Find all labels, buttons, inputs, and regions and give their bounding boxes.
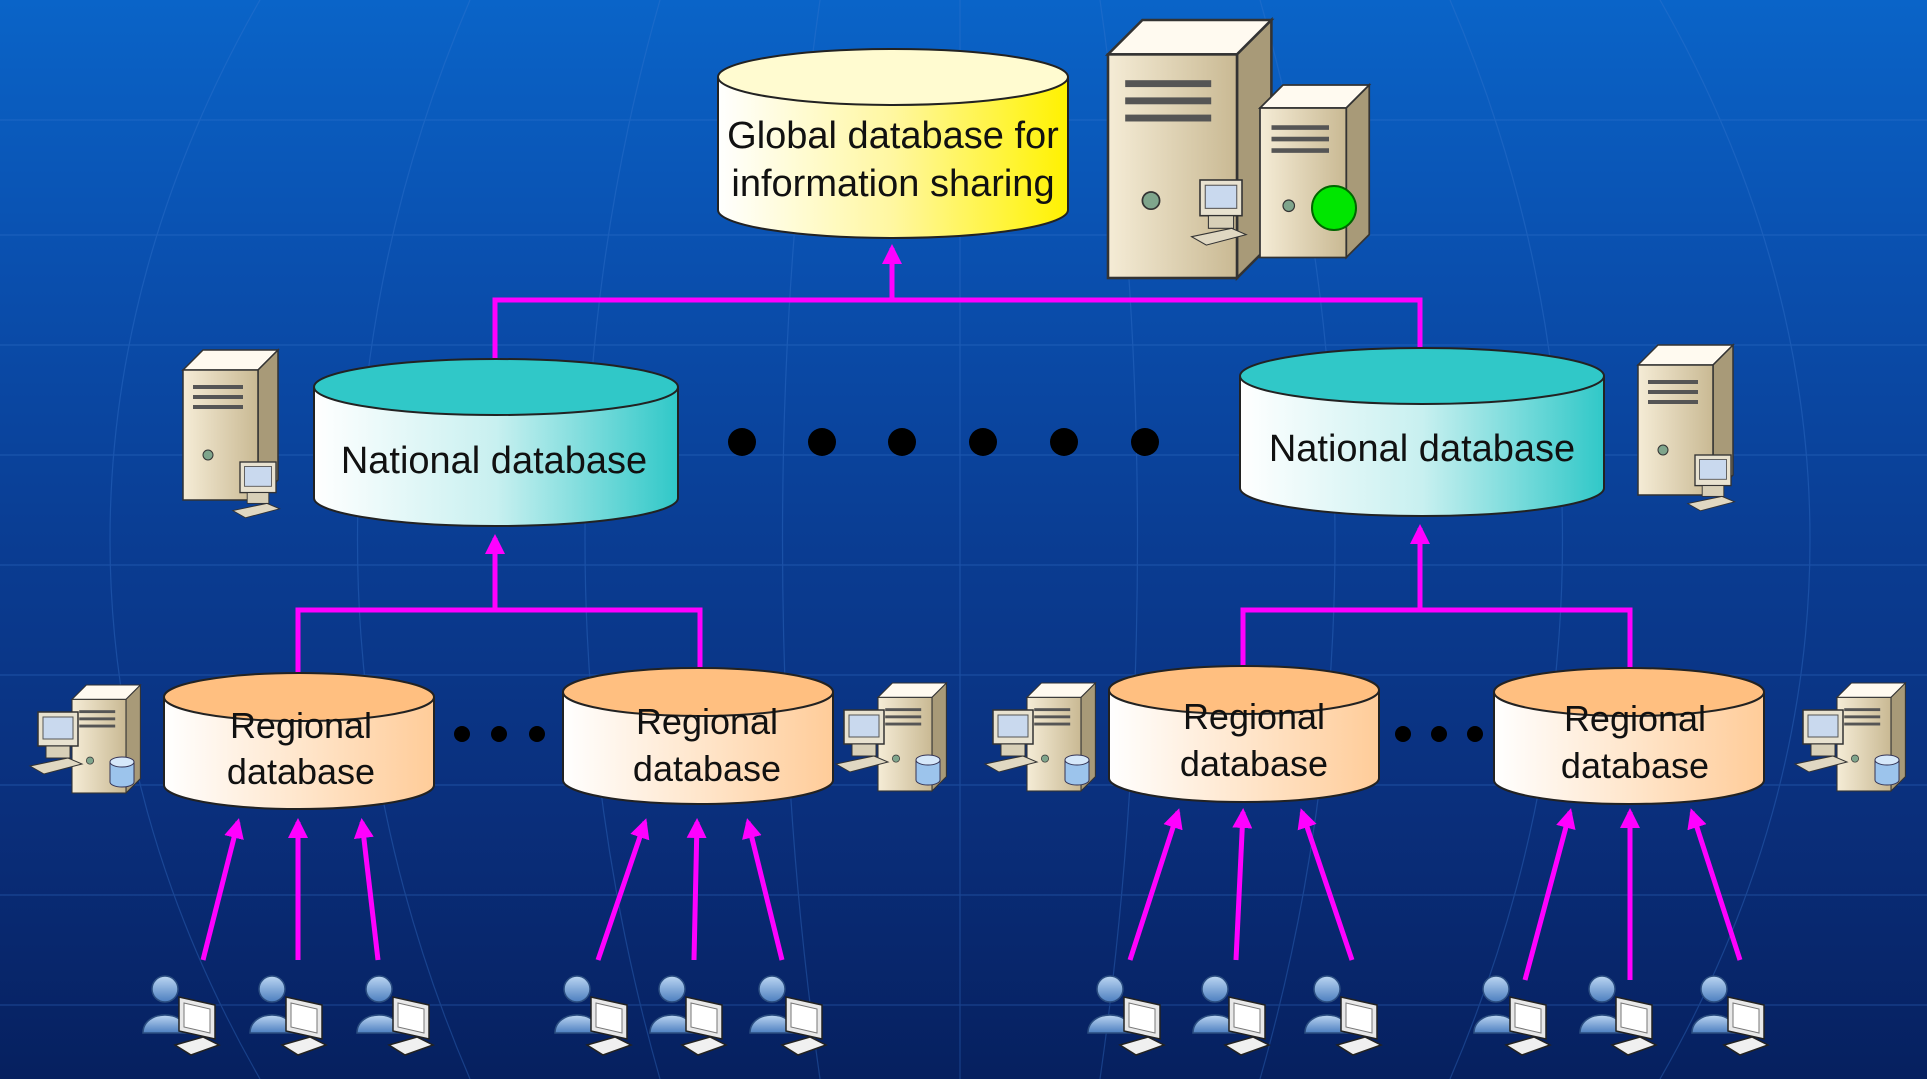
user-computer-icon	[554, 975, 632, 1056]
user-computer-icon	[142, 975, 220, 1056]
national-server-right	[1637, 344, 1736, 512]
server-tower-icon	[1106, 18, 1273, 280]
database-cylinder-icon	[1064, 754, 1090, 786]
user-computer-icon	[1691, 975, 1769, 1056]
server-tower-icon	[1259, 84, 1371, 259]
regional-server-cluster-4	[1794, 682, 1906, 792]
workstation-icon	[1687, 454, 1736, 512]
users-group-1	[142, 975, 434, 1056]
regional-database-4-line2: database	[1561, 745, 1709, 786]
database-cylinder-icon	[109, 756, 135, 788]
regional-database-3: Regional database	[1108, 665, 1380, 803]
regional-database-3-line1: Regional	[1183, 696, 1325, 737]
regional-database-1-line2: database	[227, 751, 375, 792]
user-computer-icon	[1579, 975, 1657, 1056]
status-dot-icon	[1311, 185, 1357, 231]
user-computer-icon	[749, 975, 827, 1056]
regional-database-2-line1: Regional	[636, 701, 778, 742]
global-database-line2: information sharing	[731, 163, 1054, 205]
regional-server-cluster-1	[29, 684, 141, 794]
national-database-right: National database	[1239, 347, 1605, 517]
workstation-icon	[29, 711, 83, 775]
user-computer-icon	[249, 975, 327, 1056]
workstation-icon	[835, 709, 889, 773]
workstation-icon	[232, 461, 281, 519]
regional-database-2-line2: database	[633, 748, 781, 789]
user-computer-icon	[356, 975, 434, 1056]
global-server-cluster	[1106, 18, 1371, 280]
workstation-icon	[984, 709, 1038, 773]
workstation-icon	[1190, 179, 1247, 246]
global-database-line1: Global database for	[727, 115, 1059, 157]
regional-ellipsis-left	[454, 726, 545, 742]
regional-database-3-line2: database	[1180, 743, 1328, 784]
connector-lines	[295, 244, 1633, 688]
regional-server-cluster-3	[984, 682, 1096, 792]
national-database-left: National database	[313, 358, 679, 527]
user-computer-icon	[649, 975, 727, 1056]
user-upload-arrows	[200, 808, 1743, 981]
national-server-left	[182, 349, 281, 519]
users-group-2	[554, 975, 827, 1056]
users-group-3	[1087, 975, 1382, 1056]
national-ellipsis	[728, 428, 1159, 456]
regional-database-1: Regional database	[163, 672, 435, 810]
user-computer-icon	[1473, 975, 1551, 1056]
national-database-right-label: National database	[1269, 428, 1575, 470]
regional-ellipsis-right	[1395, 726, 1483, 742]
regional-database-2: Regional database	[562, 667, 834, 805]
database-cylinder-icon	[1874, 754, 1900, 786]
workstation-icon	[1794, 709, 1848, 773]
national-database-left-label: National database	[341, 440, 647, 482]
regional-database-1-line1: Regional	[230, 705, 372, 746]
regional-database-4: Regional database	[1493, 667, 1765, 805]
regional-server-cluster-2	[835, 682, 947, 792]
users-group-4	[1473, 975, 1769, 1056]
global-database: Global database for information sharing	[717, 48, 1069, 239]
user-computer-icon	[1304, 975, 1382, 1056]
user-computer-icon	[1192, 975, 1270, 1056]
regional-database-4-line1: Regional	[1564, 698, 1706, 739]
user-computer-icon	[1087, 975, 1165, 1056]
database-cylinder-icon	[915, 754, 941, 786]
